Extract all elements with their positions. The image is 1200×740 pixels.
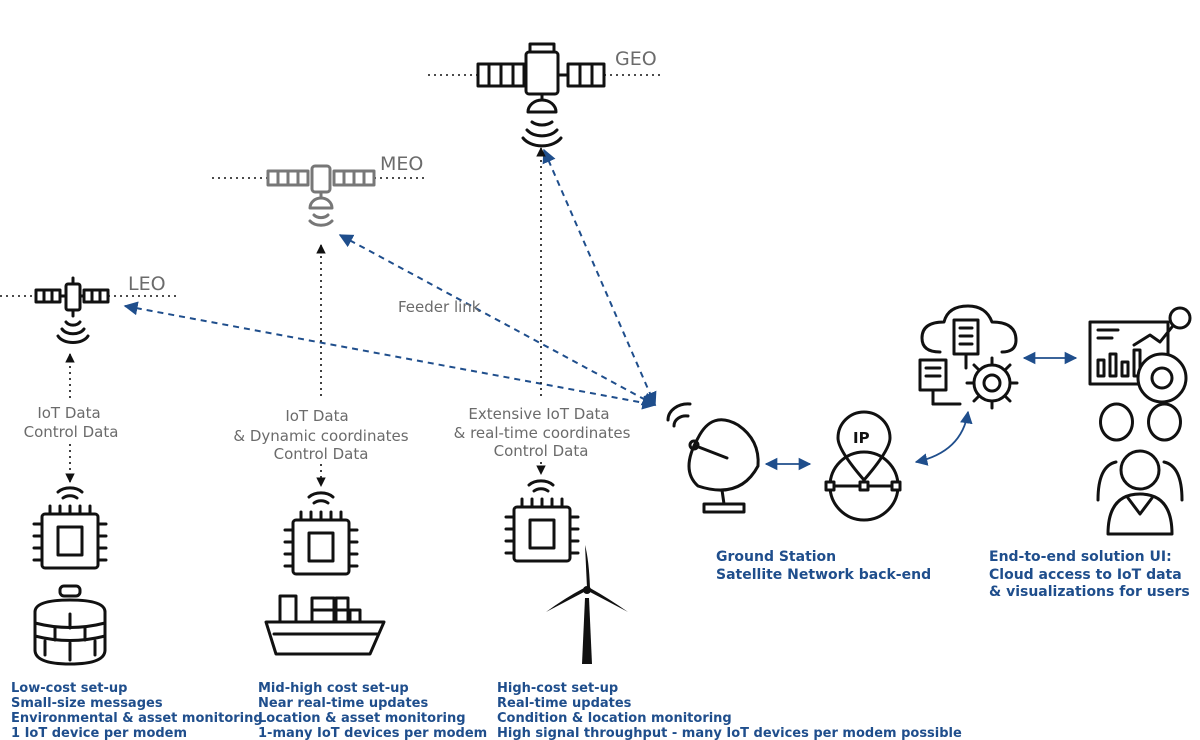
meo-satellite-icon: [266, 164, 376, 227]
leo-label: LEO: [128, 273, 166, 295]
feeder-link-label: Feeder link: [398, 298, 481, 316]
svg-text:1 IoT device per modem: 1 IoT device per modem: [11, 726, 187, 740]
ip-location-icon: [824, 410, 902, 522]
svg-text:End-to-end solution UI:: End-to-end solution UI:: [989, 549, 1172, 565]
svg-text:Small-size messages: Small-size messages: [11, 696, 163, 711]
feeder-link-meo: [338, 234, 657, 406]
svg-text:& visualizations for users: & visualizations for users: [989, 584, 1190, 600]
svg-text:IoT Data: IoT Data: [285, 407, 348, 425]
meo-iot-chip-icon: [283, 491, 359, 576]
cargo-ship-icon: [264, 594, 386, 656]
geo-label: GEO: [615, 48, 657, 70]
svg-text:Near real-time updates: Near real-time updates: [258, 696, 428, 711]
svg-text:Control Data: Control Data: [24, 423, 119, 441]
leo-satellite-icon: [34, 276, 110, 345]
geo-link-data-label: Extensive IoT Data & real-time coordinat…: [454, 405, 631, 460]
svg-text:Environmental & asset monitori: Environmental & asset monitoring: [11, 711, 263, 726]
dashboard-icon: [1088, 306, 1192, 404]
ip-badge: IP: [853, 429, 870, 447]
svg-text:& Dynamic coordinates: & Dynamic coordinates: [233, 427, 408, 445]
svg-text:Mid-high cost set-up: Mid-high cost set-up: [258, 681, 409, 696]
ground-station-label: Ground Station Satellite Network back-en…: [716, 549, 931, 583]
svg-text:High-cost set-up: High-cost set-up: [497, 681, 618, 696]
svg-text:IoT Data: IoT Data: [37, 404, 100, 422]
feeder-link-geo: [542, 148, 657, 407]
svg-text:& real-time coordinates: & real-time coordinates: [454, 424, 631, 442]
svg-text:Cloud access to IoT data: Cloud access to IoT data: [989, 567, 1182, 583]
users-group-icon: [1096, 402, 1184, 536]
svg-text:Extensive IoT Data: Extensive IoT Data: [468, 405, 609, 423]
meo-label: MEO: [380, 153, 423, 175]
svg-text:Control Data: Control Data: [494, 442, 589, 460]
solution-label: End-to-end solution UI: Cloud access to …: [989, 549, 1190, 600]
svg-text:Location & asset monitoring: Location & asset monitoring: [258, 711, 466, 726]
geo-use-case-list: High-cost set-up Real-time updates Condi…: [497, 681, 962, 740]
svg-text:1-many IoT devices per modem: 1-many IoT devices per modem: [258, 726, 487, 740]
wind-turbine-icon: [546, 545, 628, 664]
geo-iot-chip-icon: [504, 479, 580, 563]
svg-text:Condition & location monitorin: Condition & location monitoring: [497, 711, 732, 726]
geo-satellite-icon: [476, 42, 606, 148]
satellite-dish-icon: [666, 402, 760, 514]
svg-text:Ground Station: Ground Station: [716, 549, 836, 565]
ip-cloud-link: [914, 410, 973, 466]
svg-text:Low-cost set-up: Low-cost set-up: [11, 681, 127, 696]
well-icon: [33, 584, 107, 666]
svg-text:Real-time updates: Real-time updates: [497, 696, 632, 711]
cloud-gears-icon: [918, 304, 1019, 410]
leo-link-data-label: IoT Data Control Data: [24, 404, 119, 441]
leo-use-case-list: Low-cost set-up Small-size messages Envi…: [11, 681, 263, 740]
svg-text:Control Data: Control Data: [274, 445, 369, 463]
svg-text:High signal throughput - many: High signal throughput - many IoT device…: [497, 726, 962, 740]
meo-link-data-label: IoT Data & Dynamic coordinates Control D…: [233, 407, 408, 463]
feeder-link-leo: [123, 301, 657, 410]
svg-text:Satellite Network back-end: Satellite Network back-end: [716, 567, 931, 583]
meo-use-case-list: Mid-high cost set-up Near real-time upda…: [258, 681, 487, 740]
leo-iot-chip-icon: [32, 486, 108, 570]
